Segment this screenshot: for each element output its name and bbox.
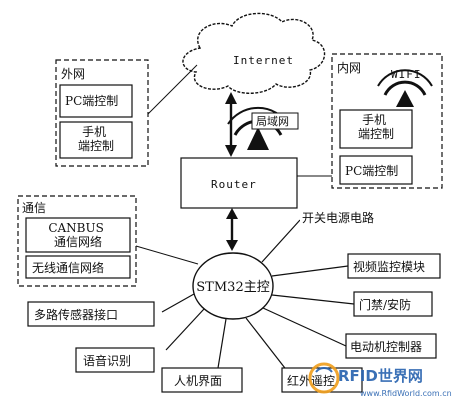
hmi-label: 人机界面 <box>174 374 222 388</box>
internal-net-group: 内网 WIFI 手机 端控制 PC端控制 <box>331 53 443 189</box>
power-circuit-label: 开关电源电路 <box>302 210 374 225</box>
router-label: Router <box>211 178 257 191</box>
watermark-brand: RFID世界网 <box>338 367 423 385</box>
internet-router-link <box>225 92 237 157</box>
watermark-logo: RFID世界网 www.RfidWorld.com.cn <box>308 362 452 398</box>
router-box: Router <box>180 157 298 209</box>
wireless-network: 无线通信网络 <box>32 260 104 275</box>
video-monitor-label: 视频监控模块 <box>353 259 425 274</box>
peripheral-voice: 语音识别 <box>75 347 155 373</box>
voice-recognition-label: 语音识别 <box>83 353 131 368</box>
communication-group: 通信 CANBUS 通信网络 无线通信网络 <box>17 195 137 287</box>
external-net-group: 外网 PC端控制 手机 端控制 <box>55 59 149 167</box>
peripheral-video: 视频监控模块 <box>347 253 441 279</box>
stm32-label: STM32主控 <box>196 280 269 295</box>
communication-title: 通信 <box>22 201 46 215</box>
external-pc-control: PC端控制 <box>65 94 118 108</box>
peripheral-sensor: 多路传感器接口 <box>27 301 155 327</box>
external-net-title: 外网 <box>61 67 85 81</box>
access-security-label: 门禁/安防 <box>359 297 411 312</box>
external-phone-control: 手机 端控制 <box>78 125 114 153</box>
router-stm32-link <box>226 208 238 251</box>
lan-wifi-icon: 局域网 <box>227 106 299 150</box>
wifi-icon: WIFI <box>377 68 433 107</box>
stm32-node: STM32主控 <box>192 252 274 320</box>
motor-controller-label: 电动机控制器 <box>350 340 422 354</box>
peripheral-links <box>161 219 355 373</box>
internet-cloud: Internet <box>182 12 326 94</box>
lan-label: 局域网 <box>256 115 289 128</box>
wifi-label: WIFI <box>391 68 422 81</box>
peripheral-access: 门禁/安防 <box>353 291 433 317</box>
canbus-network: CANBUS 通信网络 <box>48 221 107 249</box>
peripheral-hmi: 人机界面 <box>161 367 243 393</box>
sensor-interface-label: 多路传感器接口 <box>34 307 118 322</box>
internal-phone-control: 手机 端控制 <box>358 113 394 141</box>
internet-label: Internet <box>233 54 294 67</box>
watermark-url: www.RfidWorld.com.cn <box>360 389 452 398</box>
peripheral-power: 开关电源电路 <box>300 207 400 227</box>
peripheral-motor: 电动机控制器 <box>345 333 437 359</box>
internal-pc-control: PC端控制 <box>345 164 398 178</box>
internal-net-title: 内网 <box>337 61 361 75</box>
